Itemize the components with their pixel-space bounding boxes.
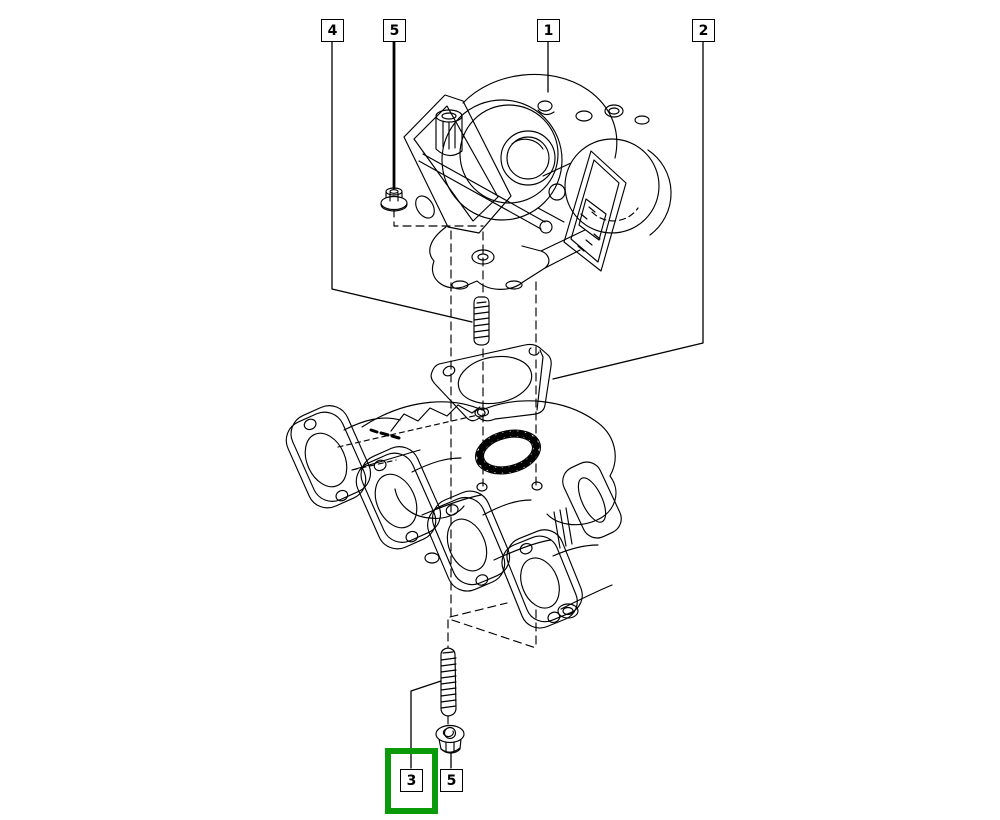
highlight-box (385, 748, 438, 814)
callout-leader-lines (331, 39, 704, 769)
callout-5-bottom[interactable]: 5 (440, 769, 463, 792)
callout-4[interactable]: 4 (321, 19, 344, 42)
exhaust-manifold-drawing (285, 400, 622, 629)
short-stud-drawing (473, 296, 490, 346)
flange-nut-top-drawing (380, 187, 408, 212)
callout-1[interactable]: 1 (537, 19, 560, 42)
flange-nut-bottom-drawing (435, 724, 465, 754)
callout-5-top[interactable]: 5 (383, 19, 406, 42)
turbocharger-drawing (403, 73, 672, 290)
gasket-drawing (430, 343, 552, 422)
callout-2[interactable]: 2 (692, 19, 715, 42)
long-stud-drawing (440, 647, 457, 717)
callout-3[interactable]: 3 (400, 769, 423, 792)
